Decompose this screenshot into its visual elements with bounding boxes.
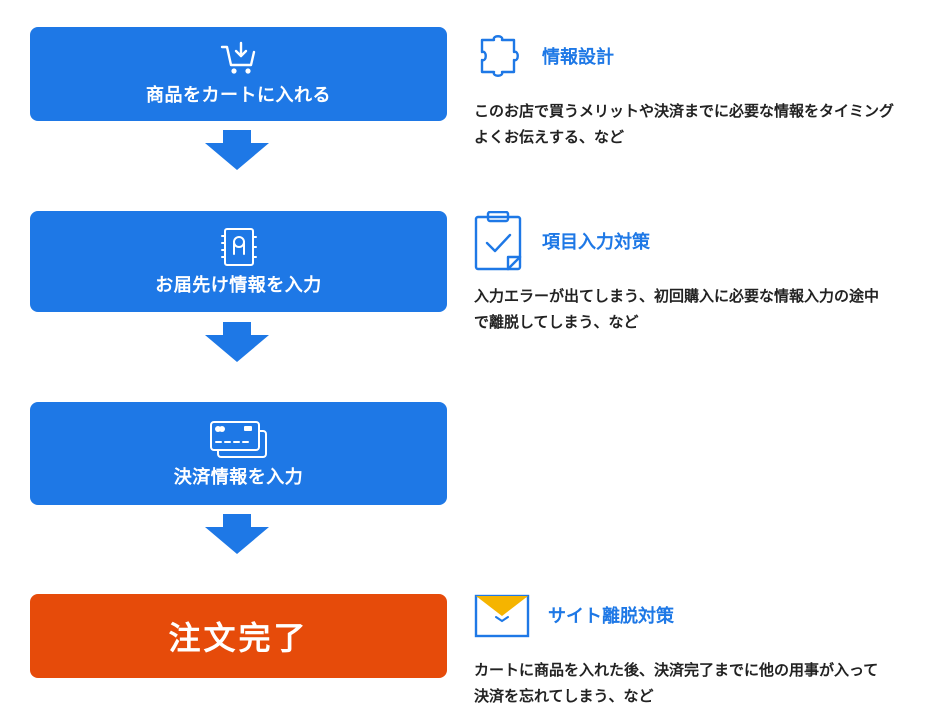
step-shipping-info: お届先け情報を入力 bbox=[30, 211, 447, 312]
envelope-icon bbox=[474, 594, 530, 638]
note-body: カートに商品を入れた後、決済完了までに他の用事が入って 決済を忘れてしまう、など bbox=[474, 657, 934, 710]
cart-icon bbox=[220, 41, 255, 74]
note-site-abandonment-measures: サイト離脱対策 カートに商品を入れた後、決済完了までに他の用事が入って 決済を忘… bbox=[474, 585, 934, 710]
step-label: 商品をカートに入れる bbox=[146, 85, 331, 106]
note-title: 情報設計 bbox=[542, 47, 614, 68]
step-payment-info: 決済情報を入力 bbox=[30, 402, 447, 505]
note-line: このお店で買うメリットや決済までに必要な情報をタイミング bbox=[474, 102, 895, 120]
note-information-design: 情報設計 このお店で買うメリットや決済までに必要な情報をタイミング よくお伝えす… bbox=[474, 26, 934, 151]
arrow-down-icon bbox=[205, 514, 269, 554]
arrow-down-icon bbox=[205, 322, 269, 362]
arrow-down-icon bbox=[205, 130, 269, 170]
clipboard-check-icon bbox=[474, 211, 522, 271]
step-label: お届先け情報を入力 bbox=[155, 274, 322, 296]
step-label: 決済情報を入力 bbox=[173, 466, 304, 488]
note-form-input-measures: 項目入力対策 入力エラーが出てしまう、初回購入に必要な情報入力の途中 で離脱して… bbox=[474, 211, 934, 336]
note-title: 項目入力対策 bbox=[542, 232, 650, 253]
note-line: 決済を忘れてしまう、など bbox=[474, 687, 654, 706]
note-line: 入力エラーが出てしまう、初回購入に必要な情報入力の途中 bbox=[474, 287, 880, 305]
note-title: サイト離脱対策 bbox=[548, 606, 674, 627]
note-body: このお店で買うメリットや決済までに必要な情報をタイミング よくお伝えする、など bbox=[474, 98, 934, 151]
note-line: で離脱してしまう、など bbox=[474, 313, 639, 332]
step-add-to-cart: 商品をカートに入れる bbox=[30, 27, 447, 121]
note-header: 項目入力対策 bbox=[474, 211, 934, 271]
note-header: 情報設計 bbox=[474, 26, 934, 86]
note-line: カートに商品を入れた後、決済完了までに他の用事が入って bbox=[474, 661, 879, 679]
puzzle-icon bbox=[480, 35, 519, 77]
address-book-icon bbox=[220, 227, 257, 266]
note-header: サイト離脱対策 bbox=[474, 585, 934, 645]
note-body: 入力エラーが出てしまう、初回購入に必要な情報入力の途中 で離脱してしまう、など bbox=[474, 283, 934, 336]
step-label: 注文完了 bbox=[168, 619, 309, 657]
step-order-complete: 注文完了 bbox=[30, 594, 447, 678]
note-line: よくお伝えする、など bbox=[474, 128, 625, 147]
credit-card-icon bbox=[209, 420, 267, 458]
